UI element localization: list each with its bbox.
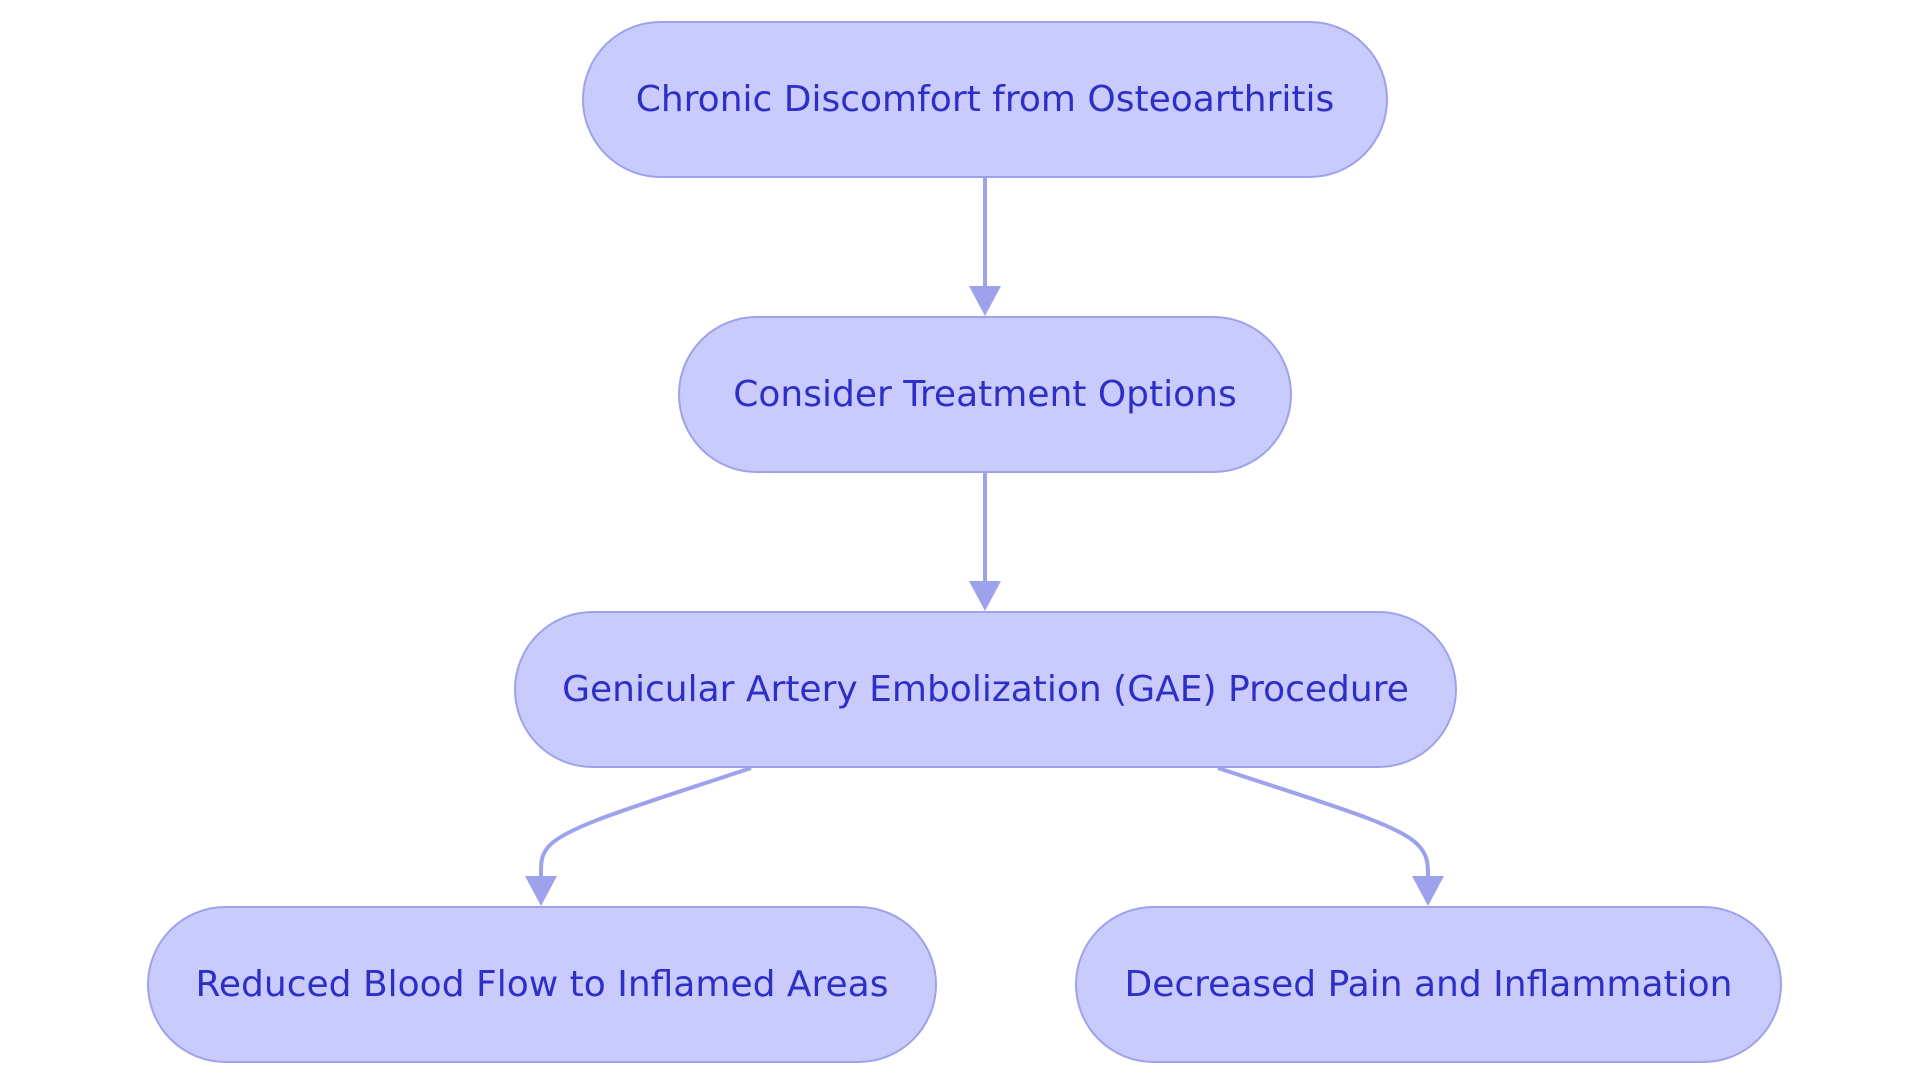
node-consider-treatment: Consider Treatment Options <box>678 316 1292 473</box>
node-consider-treatment-label: Consider Treatment Options <box>733 374 1237 415</box>
edge-n2-n3-arrowhead <box>969 581 1001 611</box>
node-decreased-pain-label: Decreased Pain and Inflammation <box>1124 964 1733 1005</box>
node-reduced-blood-flow-label: Reduced Blood Flow to Inflamed Areas <box>195 964 889 1005</box>
edge-n3-n4-arrowhead <box>525 876 557 906</box>
node-chronic-discomfort: Chronic Discomfort from Osteoarthritis <box>582 21 1388 178</box>
edge-n3-n5-arrowhead <box>1412 876 1444 906</box>
node-decreased-pain: Decreased Pain and Inflammation <box>1075 906 1782 1063</box>
node-chronic-discomfort-label: Chronic Discomfort from Osteoarthritis <box>635 79 1335 120</box>
node-gae-procedure: Genicular Artery Embolization (GAE) Proc… <box>514 611 1457 768</box>
edge-n3-n5 <box>1217 766 1444 906</box>
edge-n1-n2-arrowhead <box>969 286 1001 316</box>
edge-n2-n3 <box>969 473 1001 611</box>
edge-n1-n2 <box>969 178 1001 316</box>
edge-n3-n4 <box>525 766 752 906</box>
node-gae-procedure-label: Genicular Artery Embolization (GAE) Proc… <box>562 669 1409 710</box>
node-reduced-blood-flow: Reduced Blood Flow to Inflamed Areas <box>147 906 937 1063</box>
